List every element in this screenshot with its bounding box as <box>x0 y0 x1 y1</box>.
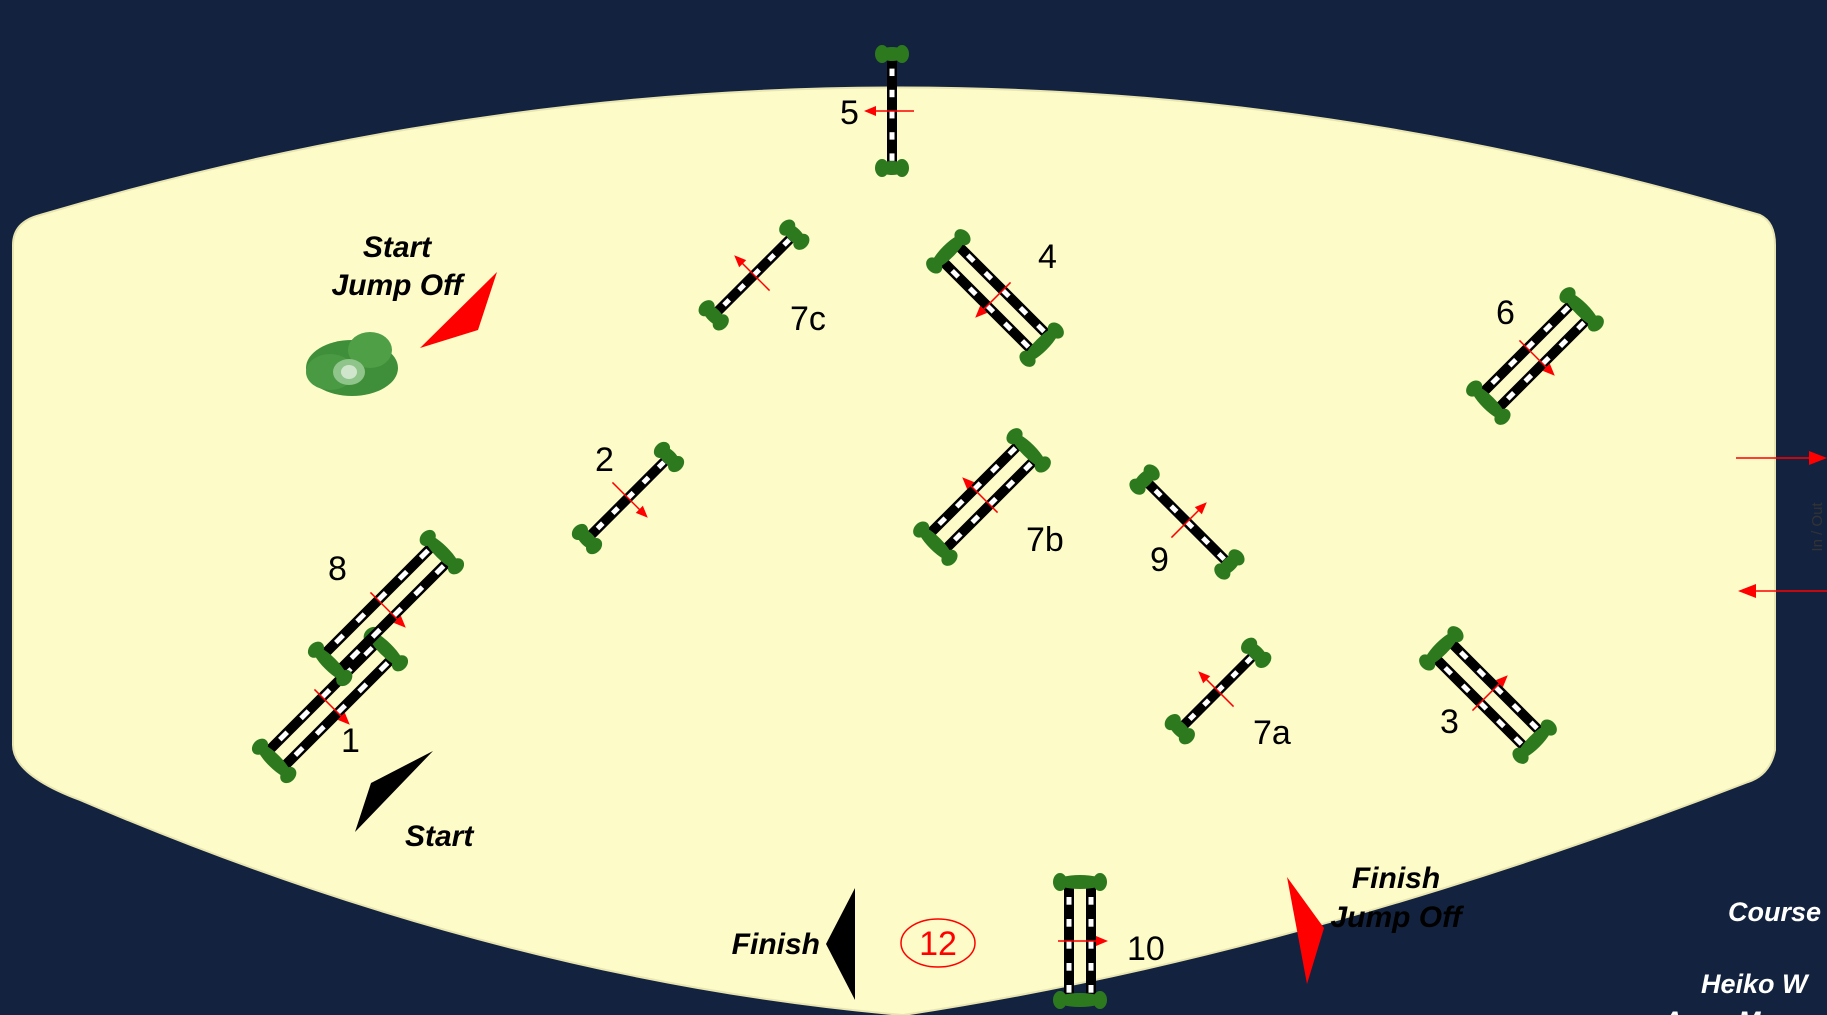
jump-8 <box>307 529 465 687</box>
gate-arrows <box>1736 451 1827 598</box>
credit-line-3: Anne M <box>1662 1006 1761 1015</box>
finish-jump-off-flag-icon <box>1287 877 1324 984</box>
credit-line-2: Heiko W <box>1701 969 1810 999</box>
jump-7a <box>1164 637 1272 745</box>
jump-off-number-badge <box>900 918 976 968</box>
jump-label-9: 9 <box>1150 541 1169 579</box>
finish-label: Finish <box>732 928 820 961</box>
jump-5 <box>864 45 914 177</box>
jumps-layer <box>251 45 1604 1009</box>
jump-6 <box>1466 287 1604 425</box>
gate-label: In / Out <box>1809 502 1826 552</box>
credit-line-1: Course <box>1728 897 1821 927</box>
jump-label-4: 4 <box>1038 238 1057 276</box>
jump-label-10: 10 <box>1127 930 1165 968</box>
finish-jump-off-label-1: Finish <box>1352 862 1440 895</box>
finish-flag-icon <box>826 888 855 1000</box>
jump-label-3: 3 <box>1440 703 1459 741</box>
jump-label-1: 1 <box>341 722 360 760</box>
jump-7b <box>913 428 1051 566</box>
jump-label-2: 2 <box>595 441 614 479</box>
jump-off-number: 12 <box>919 925 957 963</box>
jump-label-5: 5 <box>840 94 859 132</box>
jump-label-7b: 7b <box>1026 521 1064 559</box>
bush-icon <box>306 332 398 396</box>
jump-label-6: 6 <box>1496 294 1515 332</box>
jump-9 <box>1129 464 1245 580</box>
jump-10 <box>1053 873 1108 1009</box>
jump-4 <box>926 229 1064 367</box>
jump-3 <box>1419 626 1557 764</box>
start-flag-icon <box>355 751 433 832</box>
jump-label-7c: 7c <box>790 300 826 338</box>
jump-label-7a: 7a <box>1253 714 1291 752</box>
arena <box>12 86 1776 1015</box>
start-jump-off-label-1: Start <box>363 231 433 264</box>
start-jump-off-flag-icon <box>420 272 497 348</box>
finish-jump-off-label-2: Jump Off <box>1330 901 1464 934</box>
start-label: Start <box>405 820 475 853</box>
jump-label-8: 8 <box>328 550 347 588</box>
jump-7c <box>698 219 810 331</box>
jump-2 <box>571 441 685 555</box>
start-jump-off-label-2: Jump Off <box>331 269 465 302</box>
